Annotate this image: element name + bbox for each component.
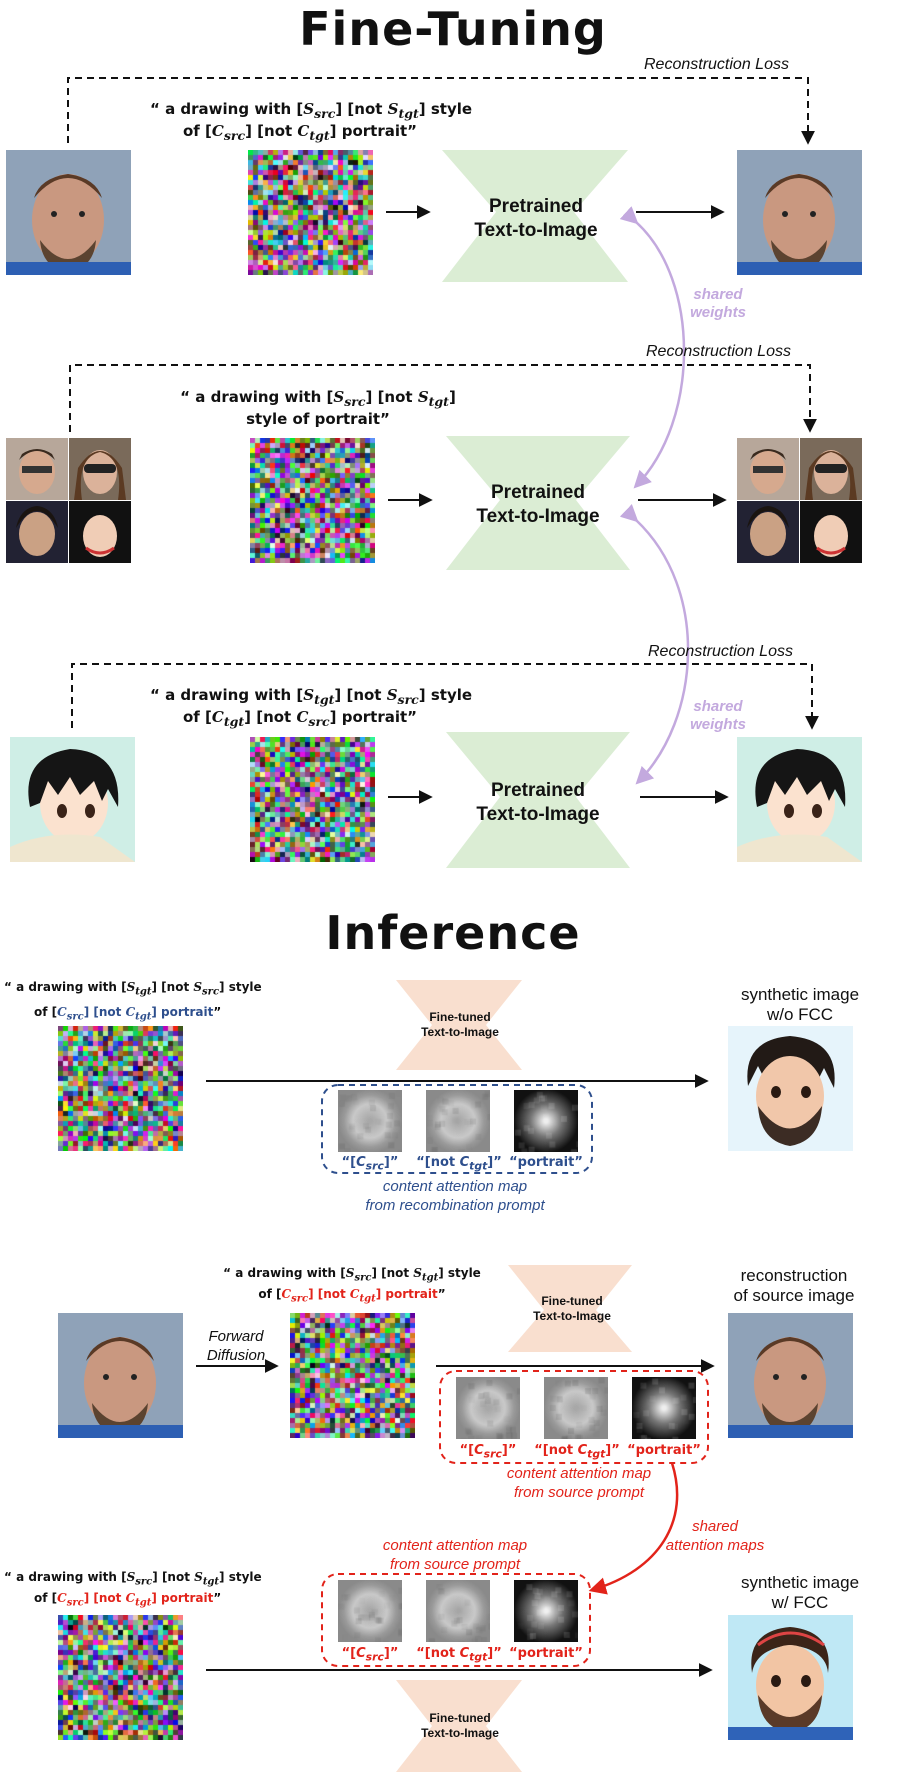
target-anime-3 (10, 737, 135, 862)
bowtie-inf-3 (396, 1680, 522, 1772)
prompt-row-2: “ a drawing with [Ssrc] [not Stgt] style… (180, 388, 456, 429)
loss-arrow-1 (67, 77, 815, 145)
attn-label-csrc-3: “[Csrc]” (341, 1646, 399, 1664)
inference-title: Inference (325, 906, 581, 960)
loss-label-3: Reconstruction Loss (648, 643, 793, 660)
attn-box-inf-3 (321, 1573, 591, 1667)
attn-label-portrait-2: “portrait” (627, 1443, 701, 1458)
attn-box-inf-2 (439, 1370, 709, 1464)
loss-label-1: Reconstruction Loss (644, 56, 789, 73)
attn-map-csrc-1 (338, 1090, 402, 1152)
attn-map-notctgt-2 (544, 1377, 608, 1439)
synthetic-wFCC (728, 1615, 853, 1740)
bowtie-1 (442, 150, 628, 282)
noise-image-1 (248, 150, 373, 275)
prompt-inf-3: “ a drawing with [Ssrc] [not Stgt] style… (4, 1570, 262, 1609)
bowtie-inf-2 (508, 1265, 632, 1352)
noise-image-3 (250, 737, 375, 862)
source-photo-inf (58, 1313, 183, 1438)
prompt-inf-2: “ a drawing with [Ssrc] [not Stgt] style… (223, 1266, 481, 1305)
attn-label-csrc-1: “[Csrc]” (341, 1155, 399, 1173)
attn-label-notctgt-2: “[not Ctgt]” (534, 1443, 620, 1461)
loss-arrow-2 (69, 364, 817, 433)
attn-map-portrait-1 (514, 1090, 578, 1152)
attn-label-notctgt-3: “[not Ctgt]” (416, 1646, 502, 1664)
attn-map-portrait-3 (514, 1580, 578, 1642)
attn-map-notctgt-1 (426, 1090, 490, 1152)
recon-photo-1 (737, 150, 862, 275)
attn-label-portrait-1: “portrait” (509, 1155, 583, 1170)
prompt-row-3: “ a drawing with [Stgt] [not Ssrc] style… (150, 686, 473, 730)
prompt-inf-1: “ a drawing with [Stgt] [not Ssrc] style… (4, 980, 262, 1023)
bowtie-2 (446, 436, 630, 570)
attn-map-portrait-2 (632, 1377, 696, 1439)
finetune-title: Fine-Tuning (299, 2, 607, 56)
attn-label-portrait-3: “portrait” (509, 1646, 583, 1661)
shared-attention-curve (588, 1462, 679, 1595)
attn-label-notctgt-1: “[not Ctgt]” (416, 1155, 502, 1173)
shared-weights-curve-2 (619, 504, 690, 785)
noise-image-inf-2 (290, 1313, 415, 1438)
bowtie-inf-1 (396, 980, 522, 1070)
source-grid-2 (6, 438, 131, 563)
attn-map-csrc-3 (338, 1580, 402, 1642)
attn-box-inf-1 (321, 1084, 593, 1174)
prompt-row-1: “ a drawing with [Ssrc] [not Stgt] style… (150, 100, 473, 144)
recon-grid-2 (737, 438, 862, 563)
synthetic-woFCC (728, 1026, 853, 1151)
recon-source-inf (728, 1313, 853, 1438)
noise-image-inf-3 (58, 1615, 183, 1740)
noise-image-2 (250, 438, 375, 563)
loss-label-2: Reconstruction Loss (646, 343, 791, 360)
attn-label-csrc-2: “[Csrc]” (459, 1443, 517, 1461)
attn-map-csrc-2 (456, 1377, 520, 1439)
noise-image-inf-1 (58, 1026, 183, 1151)
shared-weights-curve-1 (619, 206, 686, 489)
recon-anime-3 (737, 737, 862, 862)
source-photo-1 (6, 150, 131, 275)
loss-arrow-3 (71, 663, 819, 730)
attn-map-notctgt-3 (426, 1580, 490, 1642)
bowtie-3 (446, 732, 630, 868)
